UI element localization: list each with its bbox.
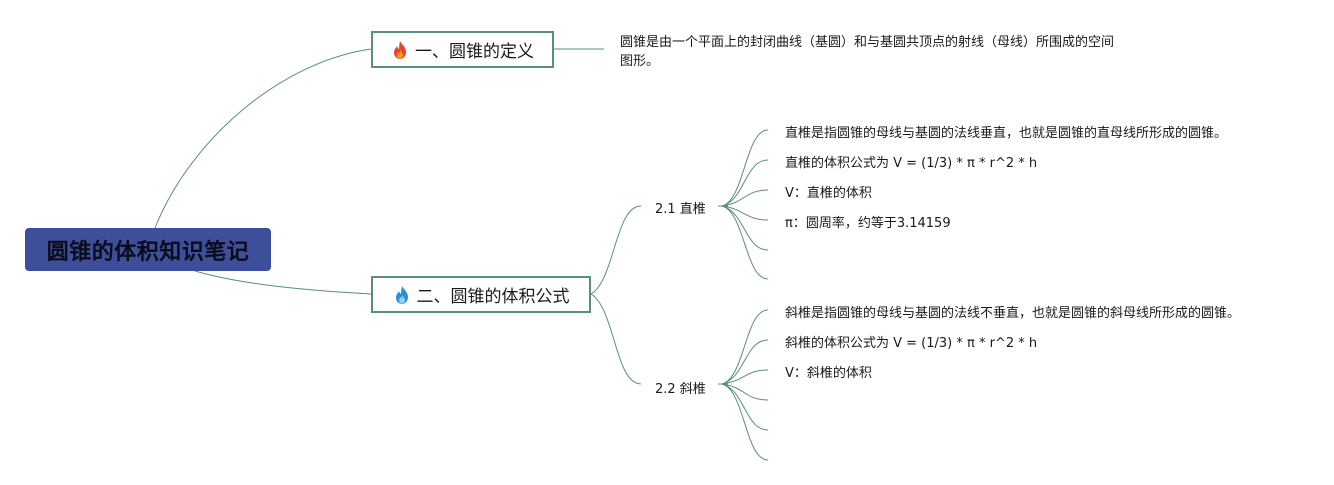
leaf-right-cone-definition[interactable]: 直椎是指圆锥的母线与基圆的法线垂直，也就是圆锥的直母线所形成的圆锥。 [785, 126, 1228, 141]
connector-sub2-leaf3 [721, 369, 769, 385]
connector-sub2-leaf4 [721, 383, 769, 401]
leaf-right-cone-v[interactable]: V：直椎的体积 [785, 186, 872, 201]
leaf-right-cone-formula[interactable]: 直椎的体积公式为 V = (1/3) * π * r^2 * h [785, 156, 1038, 171]
definition-note: 圆锥是由一个平面上的封闭曲线（基圆）和与基圆共顶点的射线（母线）所围成的空间图形… [620, 35, 1115, 69]
connector-topic2-sub1 [590, 205, 642, 295]
subtopic-oblique-cone[interactable]: 2.2 斜椎 [655, 382, 706, 397]
connector-root-topic2 [194, 270, 372, 295]
flame-red-icon [391, 40, 409, 60]
topic-volume-formula-label: 二、圆锥的体积公式 [416, 287, 570, 307]
topic-definition[interactable]: 一、圆锥的定义 [371, 31, 554, 68]
connector-sub1-leaf4 [721, 205, 769, 221]
leaf-oblique-cone-definition[interactable]: 斜椎是指圆锥的母线与基圆的法线不垂直，也就是圆锥的斜母线所形成的圆锥。 [785, 306, 1241, 321]
connector-sub2-leaf1 [721, 309, 769, 385]
connector-sub1-leaf6 [721, 205, 769, 280]
leaf-oblique-cone-formula[interactable]: 斜椎的体积公式为 V = (1/3) * π * r^2 * h [785, 336, 1038, 351]
connector-sub1-leaf2 [721, 159, 769, 207]
connector-sub2-leaf2 [721, 339, 769, 385]
connector-sub1-leaf3 [721, 189, 769, 207]
connector-sub1-leaf5 [721, 205, 769, 251]
root-topic[interactable]: 圆锥的体积知识笔记 [25, 228, 271, 271]
leaf-right-cone-pi[interactable]: π：圆周率，约等于3.14159 [785, 216, 951, 231]
leaf-oblique-cone-v[interactable]: V：斜椎的体积 [785, 366, 872, 381]
connector-sub2-leaf6 [721, 383, 769, 461]
connector-topic2-sub2 [590, 293, 642, 385]
connector-sub1-leaf1 [721, 129, 769, 207]
connector-sub2-leaf5 [721, 383, 769, 431]
subtopic-right-cone[interactable]: 2.1 直椎 [655, 202, 706, 217]
flame-blue-icon [393, 285, 411, 305]
root-topic-label: 圆锥的体积知识笔记 [46, 239, 250, 265]
topic-definition-label: 一、圆锥的定义 [415, 42, 534, 62]
connector-root-topic1 [154, 48, 372, 229]
topic-volume-formula[interactable]: 二、圆锥的体积公式 [371, 276, 591, 313]
